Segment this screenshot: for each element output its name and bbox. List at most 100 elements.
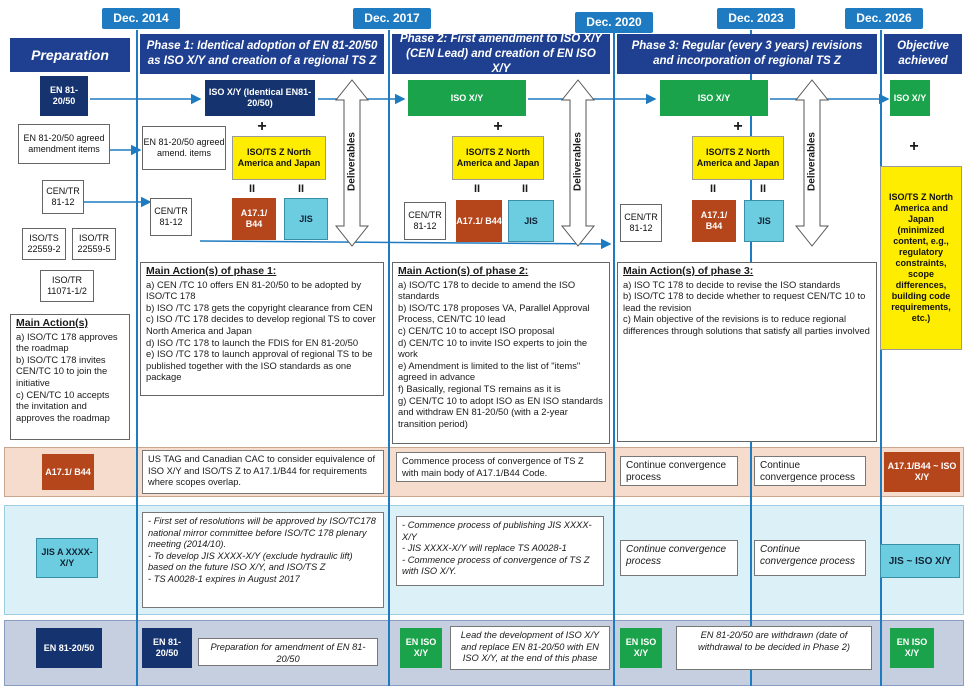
- phase1-iso-ts-z-doc: ISO/TS Z North America and Japan: [232, 136, 326, 180]
- phase2-action-item: e) Amendment is limited to the list of "…: [398, 359, 581, 383]
- prep-action-item: b) ISO/TC 178 invites CEN/TC 10 to join …: [16, 353, 108, 388]
- phase3-a17-doc: A17.1/ B44: [692, 200, 736, 242]
- timeline-line-2017: [388, 30, 390, 686]
- phase1-action-item: b) ISO /TC 178 gets the copyright cleara…: [146, 301, 373, 313]
- row-jis-phase2-item: - JIS XXXX-X/Y will replace TS A0028-1: [402, 543, 567, 553]
- row-a17-objective-doc: A17.1/B44 ~ ISO X/Y: [884, 452, 960, 492]
- phase1-cen-tr-doc: CEN/TR 81-12: [150, 198, 192, 236]
- row-jis-phase1-item: - First set of resolutions will be appro…: [148, 516, 376, 549]
- phase1-jis-doc: JIS: [284, 198, 328, 240]
- phase1-actions-title: Main Action(s) of phase 1:: [146, 265, 277, 277]
- phase2-action-item: a) ISO/TC 178 to decide to amend the ISO…: [398, 278, 576, 302]
- phase1-plus: +: [257, 118, 267, 135]
- date-2023: Dec. 2023: [717, 8, 795, 29]
- prep-iso-tr-5-doc: ISO/TR 22559-5: [72, 228, 116, 260]
- row-en-phase2-note: Lead the development of ISO X/Y and repl…: [450, 626, 610, 670]
- phase1-action-item: e) ISO /TC 178 to launch approval of reg…: [146, 348, 373, 383]
- phase1-action-item: c) ISO /TC 178 decides to develop region…: [146, 313, 376, 336]
- phase3-deliverables-arrow: [794, 79, 830, 247]
- phase2-action-item: c) CEN/TC 10 to accept ISO proposal: [398, 324, 555, 336]
- row-a17-label-doc: A17.1/ B44: [42, 454, 94, 490]
- prep-en-81-20-50-doc: EN 81-20/50: [40, 76, 88, 116]
- phase3-main-actions: Main Action(s) of phase 3: a) ISO TC 178…: [617, 262, 877, 442]
- header-preparation: Preparation: [10, 38, 130, 72]
- row-jis-phase3b-note: Continue convergence process: [754, 540, 866, 576]
- row-en-phase2-doc: EN ISO X/Y: [400, 628, 442, 668]
- row-en-objective-doc: EN ISO X/Y: [890, 628, 934, 668]
- phase1-deliverables-arrow: [334, 79, 370, 247]
- phase2-action-item: g) CEN/TC 10 to adopt ISO as EN ISO stan…: [398, 394, 603, 429]
- phase3-cen-tr-doc: CEN/TR 81-12: [620, 204, 662, 242]
- phase2-deliverables-arrow: [560, 79, 596, 247]
- prep-action-item: c) CEN/TC 10 accepts the invitation and …: [16, 388, 110, 423]
- row-jis-phase1-note: - First set of resolutions will be appro…: [142, 512, 384, 608]
- row-jis-objective-doc: JIS ~ ISO X/Y: [880, 544, 960, 578]
- phase3-par-left: II: [710, 183, 717, 195]
- timeline-line-2014: [136, 30, 138, 686]
- header-phase1: Phase 1: Identical adoption of EN 81-20/…: [140, 34, 384, 74]
- header-phase3: Phase 3: Regular (every 3 years) revisio…: [617, 34, 877, 74]
- prep-iso-ts-doc: ISO/TS 22559-2: [22, 228, 66, 260]
- row-jis-label-doc: JIS A XXXX-X/Y: [36, 538, 98, 578]
- row-jis-phase1-item: - To develop JIS XXXX-X/Y (exclude hydra…: [148, 550, 353, 573]
- row-en-phase3-doc: EN ISO X/Y: [620, 628, 662, 668]
- date-2020: Dec. 2020: [575, 12, 653, 33]
- prep-actions-title: Main Action(s): [16, 317, 88, 329]
- phase2-deliverables-label: Deliverables: [572, 132, 584, 191]
- timeline-line-2020: [613, 30, 615, 686]
- phase1-a17-doc: A17.1/ B44: [232, 198, 276, 240]
- objective-iso-doc: ISO X/Y: [890, 80, 930, 116]
- date-2026: Dec. 2026: [845, 8, 923, 29]
- date-2017: Dec. 2017: [353, 8, 431, 29]
- phase3-actions-title: Main Action(s) of phase 3:: [623, 265, 754, 277]
- phase2-plus: +: [493, 118, 503, 135]
- phase2-a17-doc: A17.1/ B44: [456, 200, 502, 242]
- phase1-par-right: II: [298, 183, 305, 195]
- phase3-par-right: II: [760, 183, 767, 195]
- phase2-action-item: b) ISO/TC 178 proposes VA, Parallel Appr…: [398, 301, 590, 325]
- phase3-iso-doc: ISO X/Y: [660, 80, 768, 116]
- row-en-phase1-doc: EN 81-20/50: [142, 628, 192, 668]
- phase3-deliverables-label: Deliverables: [806, 132, 818, 191]
- prep-iso-tr-11071-doc: ISO/TR 11071-1/2: [40, 270, 94, 302]
- phase3-iso-ts-z-doc: ISO/TS Z North America and Japan: [692, 136, 784, 180]
- phase2-iso-doc: ISO X/Y: [408, 80, 526, 116]
- timeline-line-2026: [880, 30, 882, 686]
- prep-action-item: a) ISO/TC 178 approves the roadmap: [16, 330, 118, 354]
- row-jis-phase3a-note: Continue convergence process: [620, 540, 738, 576]
- phase1-action-item: d) ISO /TC 178 to launch the FDIS for EN…: [146, 336, 359, 348]
- row-jis-phase2-item: - Commence process of publishing JIS XXX…: [402, 520, 592, 542]
- phase3-action-item: b) ISO/TC 178 to decide whether to reque…: [623, 290, 866, 313]
- objective-plus: +: [909, 138, 919, 155]
- phase2-main-actions: Main Action(s) of phase 2: a) ISO/TC 178…: [392, 262, 610, 444]
- row-en-phase1-note: Preparation for amendment of EN 81-20/50: [198, 638, 378, 666]
- objective-iso-ts-z-doc: ISO/TS Z North America and Japan (minimi…: [880, 166, 962, 350]
- row-en-phase3-note: EN 81-20/50 are withdrawn (date of withd…: [676, 626, 872, 670]
- phase3-action-item: c) Main objective of the revisions is to…: [623, 313, 870, 336]
- row-en-label-doc: EN 81-20/50: [36, 628, 102, 668]
- phase3-action-item: a) ISO TC 178 to decide to revise the IS…: [623, 278, 841, 290]
- row-jis-phase2-note: - Commence process of publishing JIS XXX…: [396, 516, 604, 586]
- phase2-iso-ts-z-doc: ISO/TS Z North America and Japan: [452, 136, 544, 180]
- phase2-cen-tr-doc: CEN/TR 81-12: [404, 202, 446, 240]
- phase2-jis-doc: JIS: [508, 200, 554, 242]
- row-a17-phase2-note: Commence process of convergence of TS Z …: [396, 452, 606, 482]
- prep-cen-tr-doc: CEN/TR 81-12: [42, 180, 84, 214]
- phase1-deliverables-label: Deliverables: [346, 132, 358, 191]
- phase2-action-item: d) CEN/TC 10 to invite ISO experts to jo…: [398, 336, 588, 360]
- phase2-par-right: II: [522, 183, 529, 195]
- row-jis-phase1-item: - TS A0028-1 expires in August 2017: [148, 573, 300, 584]
- row-a17-phase3b-note: Continue convergence process: [754, 456, 866, 486]
- prep-amendment-items-doc: EN 81-20/50 agreed amendment items: [18, 124, 110, 164]
- row-a17-phase1-note: US TAG and Canadian CAC to consider equi…: [142, 450, 384, 494]
- header-objective: Objective achieved: [884, 34, 962, 74]
- phase1-par-left: II: [249, 183, 256, 195]
- phase1-amend-doc: EN 81-20/50 agreed amend. items: [142, 126, 226, 170]
- phase2-actions-title: Main Action(s) of phase 2:: [398, 265, 529, 277]
- phase1-iso-doc: ISO X/Y (Identical EN81-20/50): [205, 80, 315, 116]
- phase2-action-item: f) Basically, regional TS remains as it …: [398, 382, 561, 394]
- date-2014: Dec. 2014: [102, 8, 180, 29]
- phase3-jis-doc: JIS: [744, 200, 784, 242]
- row-a17-phase3a-note: Continue convergence process: [620, 456, 738, 486]
- phase2-par-left: II: [474, 183, 481, 195]
